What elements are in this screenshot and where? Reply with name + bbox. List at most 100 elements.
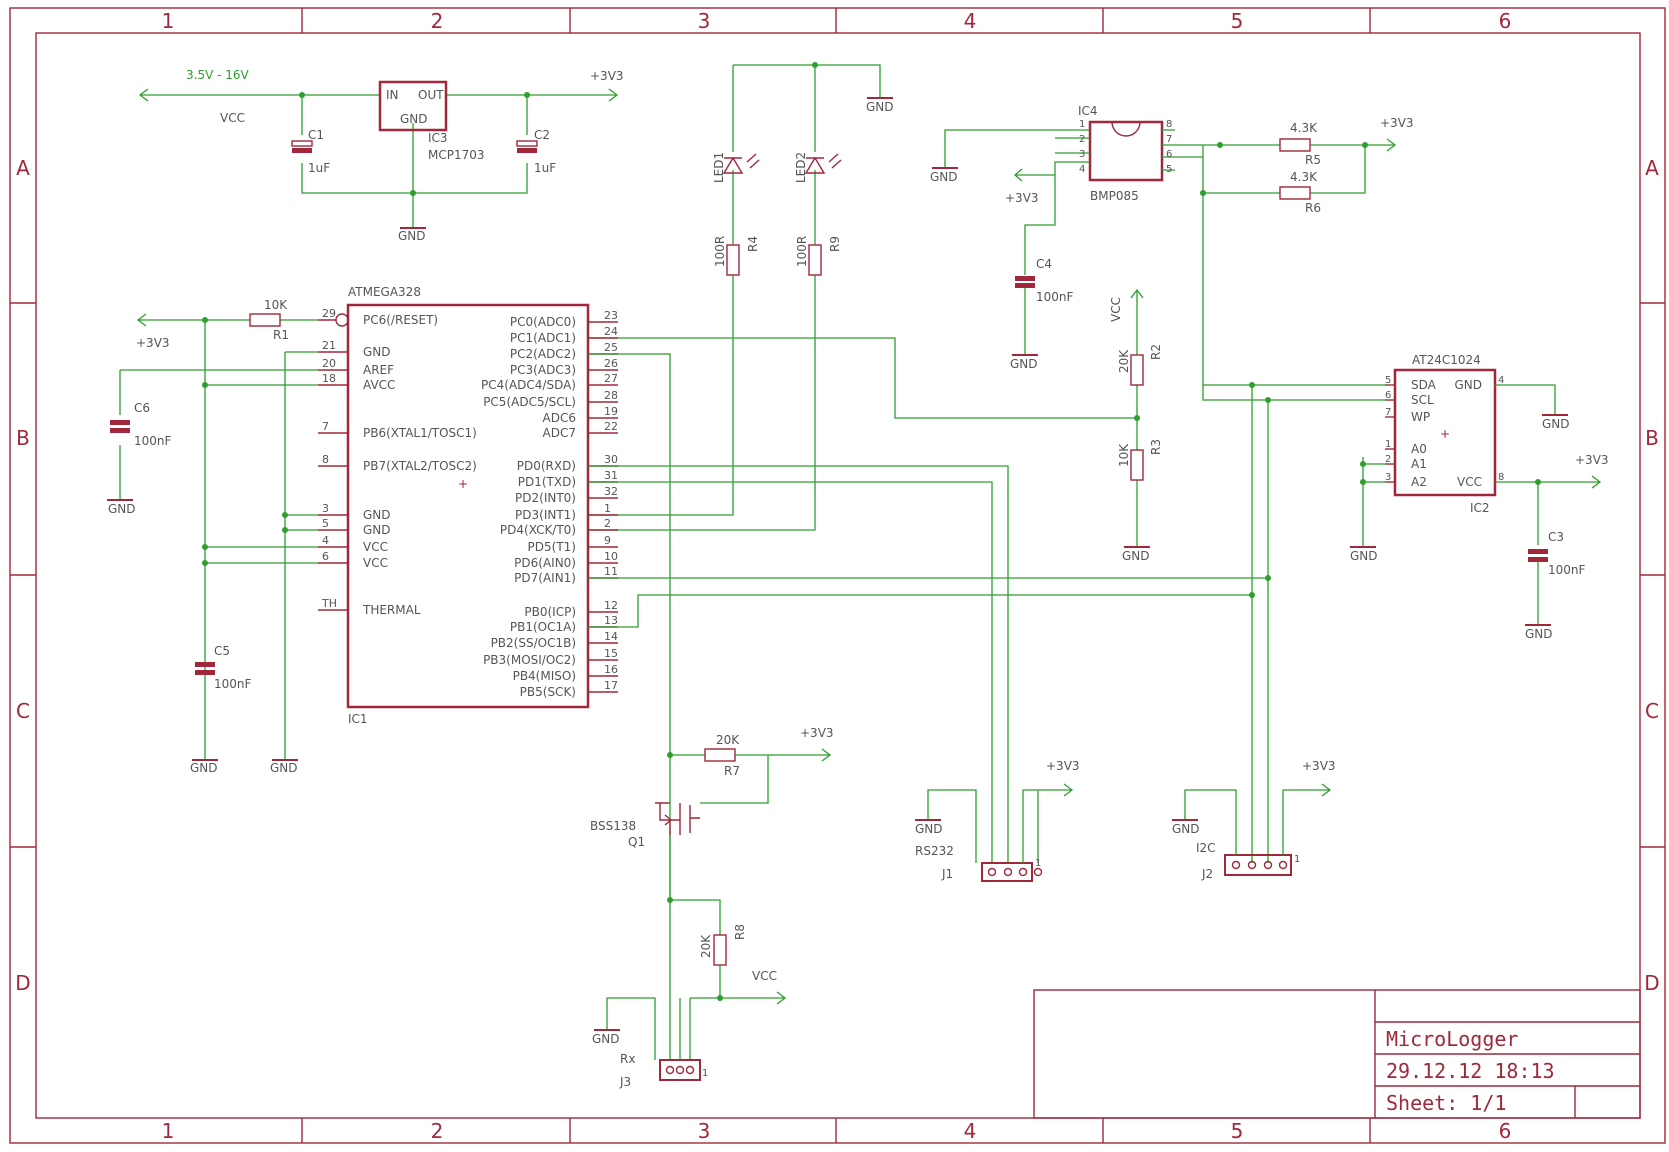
mcu-right-pin-name: PC3(ADC3) [510, 363, 576, 377]
capacitor-c3 [1528, 549, 1548, 562]
mcu-right-pin-name: PC0(ADC0) [510, 315, 576, 329]
vcc-label: VCC [220, 111, 245, 125]
j3-value: Rx [620, 1052, 635, 1066]
mcu-left-pin-name: VCC [363, 556, 388, 570]
mcu-right-pin-number: 22 [604, 420, 618, 433]
mcu-right-pin-number: 31 [604, 469, 618, 482]
eeprom-supply-label: +3V3 [1575, 453, 1609, 467]
mcu-right-pin-number: 16 [604, 663, 618, 676]
mcu-gnd-label: GND [270, 761, 298, 775]
reset-inversion [335, 313, 349, 327]
capacitor-c5 [195, 662, 215, 675]
j3-gnd-label: GND [592, 1032, 620, 1046]
mcu-left-pin-number: 20 [322, 357, 336, 370]
bmp-pin-4: 4 [1079, 164, 1085, 175]
r9-label: R9 [828, 236, 842, 252]
eeprom-right-pin-name: GND [1454, 378, 1482, 392]
eeprom-left-pin-number: 7 [1385, 407, 1391, 418]
c4-label: C4 [1036, 257, 1052, 271]
mcu-right-pin-number: 14 [604, 630, 618, 643]
mcu-right-pin-name: PD5(T1) [528, 540, 576, 554]
col-label-top: 3 [698, 9, 711, 33]
row-label-right: A [1645, 156, 1659, 180]
eeprom-left-pin-number: 2 [1385, 454, 1391, 465]
mcu-right-pin-name: PD3(INT1) [515, 508, 576, 522]
mcu-right-pin-name: PD0(RXD) [517, 459, 576, 473]
bmp085-value: BMP085 [1090, 189, 1139, 203]
r8-label: R8 [733, 924, 747, 940]
mcu-left-pin-number: 3 [322, 502, 329, 515]
resistor-r8 [713, 934, 727, 966]
mcu-right-pin-name: PB1(OC1A) [510, 620, 576, 634]
c6-gnd-label: GND [108, 502, 136, 516]
mcu-left-pin-name: GND [363, 508, 391, 522]
led1-symbol [722, 153, 760, 174]
eeprom-right-pin-name: VCC [1457, 475, 1482, 489]
mosfet-q1 [655, 802, 700, 835]
j2-pin1: 1 [1294, 854, 1300, 865]
regulator-name: IC3 [428, 131, 448, 145]
row-label-left: B [16, 426, 30, 450]
mcu-right-pin-name: PB2(SS/OC1B) [491, 636, 576, 650]
j1-pin1: 1 [1035, 858, 1041, 869]
j1-value: RS232 [915, 844, 954, 858]
led-section: GND LED1 LED2 100R R4 100R R9 [588, 62, 894, 531]
mcu-left-pin-number: TH [321, 597, 337, 610]
eeprom-left-pin-number: 1 [1385, 439, 1391, 450]
c3-label: C3 [1548, 530, 1564, 544]
connector-j3 [594, 997, 701, 1081]
bmp085-name: IC4 [1078, 104, 1098, 118]
resistor-r1 [249, 313, 281, 327]
mcu-right-pin-number: 1 [604, 502, 611, 515]
mcu-right-pin-name: PD7(AIN1) [514, 571, 576, 585]
eeprom-left-pin-name: WP [1411, 410, 1430, 424]
r5-value: 4.3K [1290, 121, 1318, 135]
c5-gnd-label: GND [190, 761, 218, 775]
r8-value: 20K [699, 934, 713, 958]
bmp085-body [1088, 120, 1164, 182]
mcu-left-pin-name: THERMAL [362, 603, 421, 617]
mcu-right-pin-number: 2 [604, 517, 611, 530]
c3-gnd-label: GND [1525, 627, 1553, 641]
resistor-r5 [1279, 138, 1311, 152]
j2-value: I2C [1196, 841, 1216, 855]
reg-out-pin: OUT [418, 88, 444, 102]
mcu-left-pin-name: PB7(XTAL2/TOSC2) [363, 459, 477, 473]
resistor-r2 [1130, 354, 1144, 386]
col-label-top: 5 [1231, 9, 1244, 33]
mcu-right-pin-name: PD4(XCK/T0) [500, 523, 576, 537]
bmp-supply-label: +3V3 [1005, 191, 1039, 205]
c5-value: 100nF [214, 677, 252, 691]
title-sheet: Sheet: 1/1 [1386, 1091, 1506, 1115]
led2-symbol [804, 153, 842, 174]
eeprom-right-pin-number: 4 [1498, 375, 1504, 386]
title-date: 29.12.12 18:13 [1386, 1059, 1555, 1083]
resistor-r7 [704, 748, 736, 762]
mcu-right-pin-number: 25 [604, 341, 618, 354]
mcu-right-pin-number: 9 [604, 534, 611, 547]
mcu-right-pin-number: 15 [604, 647, 618, 660]
mcu-right-pin-number: 11 [604, 565, 618, 578]
mcu-left-pin-name: PC6(/RESET) [363, 313, 438, 327]
mcu-left-pin-number: 29 [322, 307, 336, 320]
input-range-label: 3.5V - 16V [186, 68, 250, 82]
mcu-right-pin-name: PB3(MOSI/OC2) [483, 653, 576, 667]
r7-label: R7 [724, 764, 740, 778]
row-label-right: D [1644, 971, 1659, 995]
col-label-top: 4 [964, 9, 977, 33]
mcu-right-pin-number: 26 [604, 357, 618, 370]
row-label-right: B [1645, 426, 1659, 450]
resistor-r3 [1130, 449, 1144, 481]
eeprom-body [1393, 368, 1497, 497]
eeprom-gnd-label: GND [1542, 417, 1570, 431]
mcu-left-pin-number: 7 [322, 420, 329, 433]
led2-label: LED2 [794, 152, 808, 183]
j3-ref: J3 [619, 1075, 631, 1089]
mcu-right-pin-number: 17 [604, 679, 618, 692]
mcu-right-pin-name: PB5(SCK) [520, 685, 576, 699]
j3-pin1: 1 [702, 1068, 708, 1079]
